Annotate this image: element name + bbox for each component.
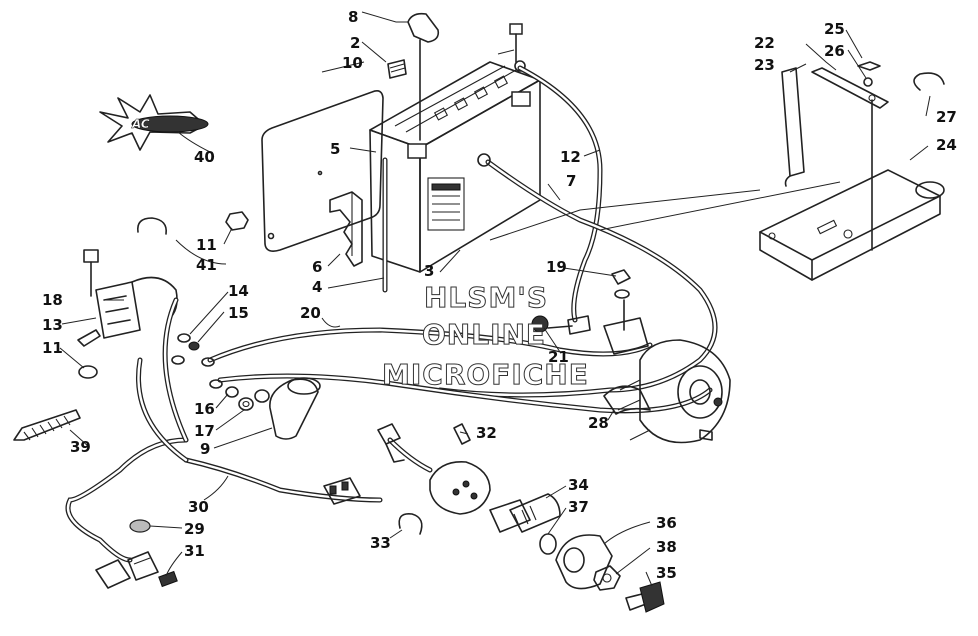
key-switch-34: [489, 493, 561, 533]
callout-3: 3: [424, 262, 434, 280]
callout-4: 4: [312, 278, 322, 296]
callout-40: 40: [194, 148, 215, 166]
battery-cables: [207, 65, 718, 414]
watermark-line-1: HLSM'S: [424, 281, 548, 314]
battery-bracket: [329, 191, 363, 267]
callout-37: 37: [568, 498, 589, 516]
callout-33: 33: [370, 534, 391, 552]
starter-motor: [617, 339, 731, 444]
watermark-line-2: ONLINE: [422, 318, 546, 351]
brand-logo: AC: [99, 94, 209, 151]
cap-29: [129, 519, 151, 533]
terminal-bolt: [509, 23, 526, 72]
callout-18: 18: [42, 291, 63, 309]
callout-28: 28: [588, 414, 609, 432]
switch-plug-32: [453, 423, 471, 445]
callout-8: 8: [348, 8, 358, 26]
callout-30: 30: [188, 498, 209, 516]
vent-fitting: [387, 59, 407, 79]
callout-6: 6: [312, 258, 322, 276]
key-35: [625, 581, 665, 613]
snap-ring: [913, 72, 945, 91]
callout-24: 24: [936, 136, 957, 154]
battery-tray: [759, 99, 945, 281]
callout-11-top: 11: [196, 236, 217, 254]
nut-38: [593, 565, 621, 591]
harness-connector: [95, 551, 159, 589]
nut-11-top: [225, 211, 249, 231]
wiring-harness: [65, 297, 433, 563]
callout-38: 38: [656, 538, 677, 556]
grommet-41: [136, 217, 168, 235]
battery-cover-panel: [261, 90, 384, 252]
callout-32: 32: [476, 424, 497, 442]
ignition-switch-body: [429, 461, 491, 515]
tray-leader-line-2: [599, 181, 841, 231]
callout-23: 23: [754, 56, 775, 74]
callout-10: 10: [342, 54, 363, 72]
washer-nut-set: [171, 333, 270, 411]
callout-41: 41: [196, 256, 217, 274]
terminal-boot: [407, 12, 440, 141]
fuse-31: [158, 570, 178, 588]
callout-27: 27: [936, 108, 957, 126]
callout-labels: 8 2 10 5 40 11 41 6 4 3 12 7 19 18 13 11…: [42, 8, 957, 582]
callout-26: 26: [824, 42, 845, 60]
callout-9: 9: [200, 440, 210, 458]
wing-nut: [857, 61, 881, 87]
watermark: HLSM'S ONLINE MICROFICHE: [382, 281, 589, 392]
ring-37: [539, 533, 557, 555]
callout-12: 12: [560, 148, 581, 166]
starter-post: [603, 269, 649, 355]
callout-34: 34: [568, 476, 589, 494]
hold-down-rod: [781, 67, 805, 187]
switch-connector: [323, 423, 405, 505]
callout-13: 13: [42, 316, 63, 334]
callout-11-left: 11: [42, 339, 63, 357]
callout-22: 22: [754, 34, 775, 52]
callout-2: 2: [350, 34, 360, 52]
terminal-boot-9: [269, 377, 321, 440]
snap-ring-33: [398, 512, 423, 535]
callout-36: 36: [656, 514, 677, 532]
callout-25: 25: [824, 20, 845, 38]
tray-leader-line: [489, 189, 761, 241]
callout-35: 35: [656, 564, 677, 582]
callout-15: 15: [228, 304, 249, 322]
callout-39: 39: [70, 438, 91, 456]
callout-5: 5: [330, 140, 340, 158]
battery: [369, 61, 541, 273]
bezel-36: [555, 534, 613, 590]
watermark-line-3: MICROFICHE: [382, 358, 589, 391]
logo-text: AC: [131, 117, 150, 131]
callout-20: 20: [300, 304, 321, 322]
callout-16: 16: [194, 400, 215, 418]
hold-down-strap: [811, 67, 889, 109]
callout-29: 29: [184, 520, 205, 538]
spring-39: [13, 409, 81, 441]
callout-7: 7: [566, 172, 576, 190]
starter-solenoid: [77, 249, 178, 379]
callout-leaders: [59, 11, 931, 587]
cable-clamp-28: [603, 385, 651, 415]
callout-17: 17: [194, 422, 215, 440]
callout-31: 31: [184, 542, 205, 560]
callout-19: 19: [546, 258, 567, 276]
callout-21: 21: [548, 348, 569, 366]
callout-14: 14: [228, 282, 249, 300]
